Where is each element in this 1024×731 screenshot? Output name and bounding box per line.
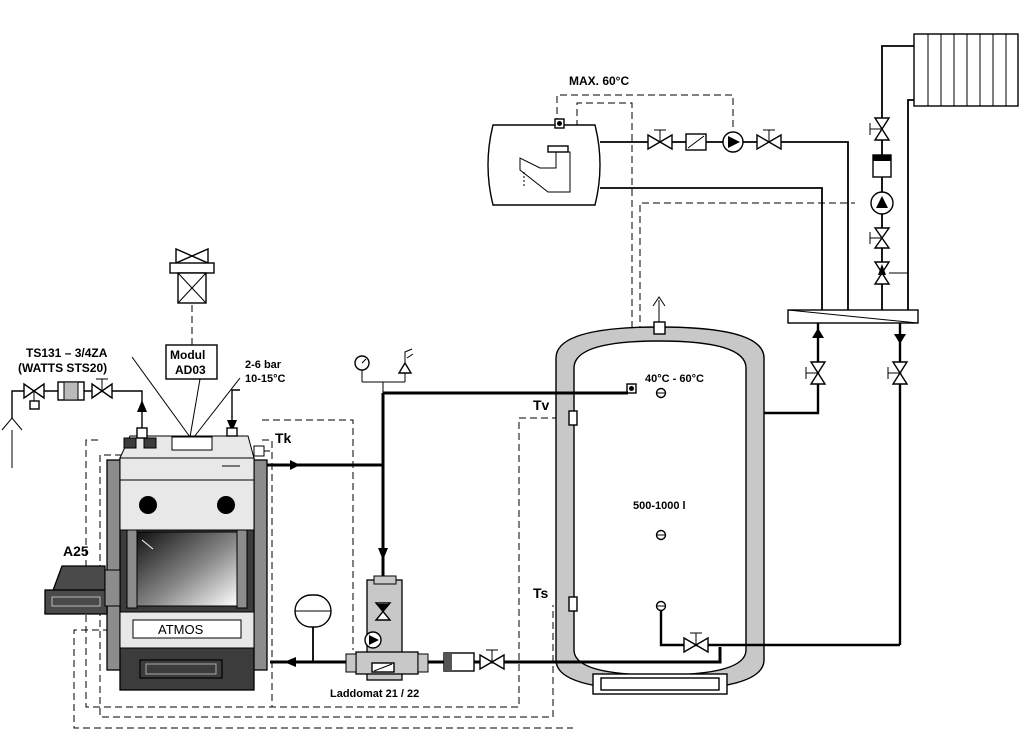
burner (44, 565, 121, 615)
module-actuator (169, 247, 215, 304)
ts131-label: TS131 – 3/4ZA (26, 346, 108, 360)
temp-range-label: 10-15°C (245, 373, 286, 385)
dhw-valve-1 (647, 129, 673, 151)
radiator-valve-top (869, 117, 891, 141)
tv-sensor-pocket (568, 410, 578, 426)
radiator-check-valve (872, 154, 892, 178)
dhw-pipes (600, 141, 849, 310)
radiator-pipes (881, 45, 914, 310)
radiator-valve-mid (869, 227, 891, 249)
tv-label: Tv (533, 397, 550, 413)
accumulation-tank (555, 296, 765, 695)
hot-water-cylinder (487, 118, 601, 206)
module-label-line2: AD03 (175, 363, 206, 377)
radiator-pump (870, 191, 894, 215)
manifold-check-1 (812, 328, 824, 338)
manifold-valve-1 (805, 361, 827, 385)
tank-volume-label: 500-1000 l (633, 500, 686, 512)
expansion-vessel (294, 594, 332, 628)
dhw-pump (722, 131, 744, 153)
ts-sensor-pocket (568, 596, 578, 612)
ts-label: Ts (533, 585, 549, 601)
manifold-valve-2 (887, 361, 909, 385)
tank-bottom-valve (683, 632, 709, 654)
return-valve (479, 649, 505, 671)
control-wiring (73, 94, 855, 729)
laddomat-unit (345, 575, 429, 681)
boiler (106, 435, 270, 691)
dhw-valve-2 (756, 129, 782, 151)
module-label-line1: Modul (170, 348, 205, 362)
max-temp-label: MAX. 60°C (569, 74, 629, 88)
dhw-check-valve (685, 133, 707, 151)
module-ad03-box (165, 344, 218, 380)
return-filter (443, 652, 475, 672)
ts131-alt-label: (WATTS STS20) (18, 361, 107, 375)
radiator (913, 33, 1019, 107)
pressure-label: 2-6 bar (245, 359, 282, 371)
manifold-check-2 (894, 334, 906, 344)
radiator-mixing-valve (873, 261, 908, 285)
safety-group (354, 348, 414, 393)
laddomat-label: Laddomat 21 / 22 (330, 688, 419, 700)
ts131-valve-assembly (1, 378, 148, 468)
tank-temp-label: 40°C - 60°C (645, 373, 704, 385)
burner-label: A25 (63, 543, 89, 559)
tk-label: Tk (275, 430, 292, 446)
boiler-brand-label: ATMOS (158, 622, 204, 637)
